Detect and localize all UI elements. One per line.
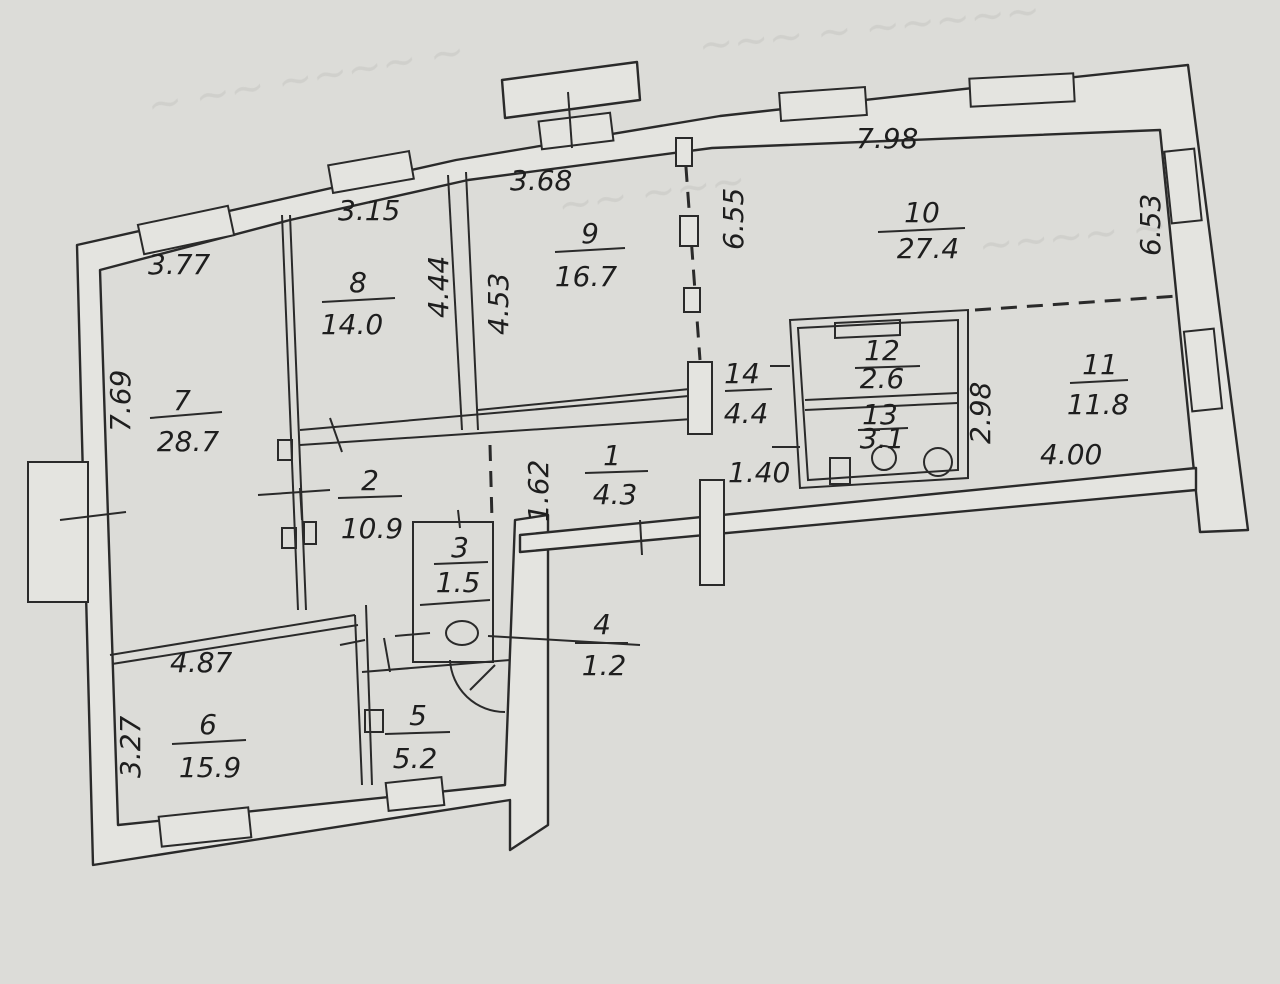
room-1-label: 1 4.3 bbox=[584, 439, 649, 511]
dimension-label: 4.87 bbox=[170, 646, 233, 679]
dimension-label: 4.53 bbox=[482, 273, 515, 335]
left-bay bbox=[27, 461, 89, 603]
room-area: 3.1 bbox=[860, 422, 905, 455]
room-number: 12 bbox=[864, 334, 900, 367]
room-number: 6 bbox=[199, 708, 217, 741]
dimension-label: 1.62 bbox=[522, 460, 555, 522]
room-13-label: 13 3.1 bbox=[857, 398, 909, 455]
room-number: 4 bbox=[593, 608, 611, 641]
room-number: 10 bbox=[904, 196, 940, 229]
top-bay bbox=[500, 60, 642, 120]
dimension-labels: 7.98 3.68 3.15 3.77 4.00 1.40 4.87 6.55 … bbox=[104, 122, 1167, 778]
room-10-label: 10 27.4 bbox=[877, 196, 966, 265]
room-area: 1.5 bbox=[436, 566, 481, 599]
room-12-label: 12 2.6 bbox=[854, 334, 921, 395]
room-area: 4.3 bbox=[593, 478, 638, 511]
svg-text:~ ~~ ~~~~ ~: ~ ~~ ~~~~ ~ bbox=[143, 26, 468, 130]
dashed-boundaries bbox=[488, 137, 1179, 521]
dimension-label: 3.68 bbox=[510, 164, 572, 197]
dimension-label: 6.55 bbox=[717, 188, 750, 250]
dimension-label: 7.69 bbox=[104, 370, 137, 432]
room-area: 10.9 bbox=[341, 512, 403, 545]
room-area: 2.6 bbox=[860, 362, 905, 395]
room-area: 4.4 bbox=[724, 397, 769, 430]
room-area: 5.2 bbox=[393, 742, 438, 775]
windows bbox=[136, 72, 1224, 848]
room-area: 16.7 bbox=[555, 260, 618, 293]
room-area: 14.0 bbox=[321, 308, 383, 341]
room-number: 11 bbox=[1082, 348, 1118, 381]
dimension-label: 6.53 bbox=[1134, 194, 1167, 256]
room-area: 15.9 bbox=[179, 751, 241, 784]
room-5-label: 5 5.2 bbox=[384, 699, 451, 775]
room-area: 27.4 bbox=[897, 232, 959, 265]
room-area: 11.8 bbox=[1067, 388, 1129, 421]
room-14-label: 14 4.4 bbox=[724, 357, 773, 430]
door-marks bbox=[59, 91, 880, 673]
dimension-label: 7.98 bbox=[856, 122, 918, 155]
room-11-label: 11 11.8 bbox=[1067, 348, 1129, 421]
room-labels: 1 4.3 2 10.9 3 1.5 4 1.2 5 5.2 6 15.9 bbox=[149, 196, 1129, 784]
room-number: 2 bbox=[361, 464, 379, 497]
dimension-label: 4.00 bbox=[1040, 438, 1102, 471]
dimension-label: 4.44 bbox=[422, 256, 455, 318]
dimension-label: 3.15 bbox=[338, 194, 400, 227]
room-8-label: 8 14.0 bbox=[321, 266, 396, 341]
dimension-label: 3.27 bbox=[114, 715, 147, 778]
dimension-label: 2.98 bbox=[964, 382, 997, 444]
room-3-label: 3 1.5 bbox=[433, 531, 489, 599]
room-number: 1 bbox=[603, 439, 621, 472]
room-7-label: 7 28.7 bbox=[149, 384, 223, 458]
dimension-label: 3.77 bbox=[148, 248, 211, 281]
room-number: 8 bbox=[349, 266, 367, 299]
svg-text:~~~ ~ ~~~~~: ~~~ ~ ~~~~~ bbox=[696, 0, 1043, 70]
room-2-label: 2 10.9 bbox=[337, 464, 403, 545]
room-number: 14 bbox=[724, 357, 760, 390]
corridor-south-wall bbox=[518, 466, 1198, 554]
room-number: 5 bbox=[409, 699, 427, 732]
room-number: 13 bbox=[862, 398, 898, 431]
room-4-label: 4 1.2 bbox=[575, 608, 628, 682]
room-number: 9 bbox=[581, 217, 599, 250]
room-number: 3 bbox=[451, 531, 469, 564]
room-6-label: 6 15.9 bbox=[171, 708, 247, 784]
room-9-label: 9 16.7 bbox=[555, 217, 626, 293]
room-area: 28.7 bbox=[157, 425, 220, 458]
room-area: 1.2 bbox=[582, 649, 627, 682]
interior-walls bbox=[109, 171, 969, 786]
dimension-label: 1.40 bbox=[728, 456, 790, 489]
room-number: 7 bbox=[173, 384, 191, 417]
